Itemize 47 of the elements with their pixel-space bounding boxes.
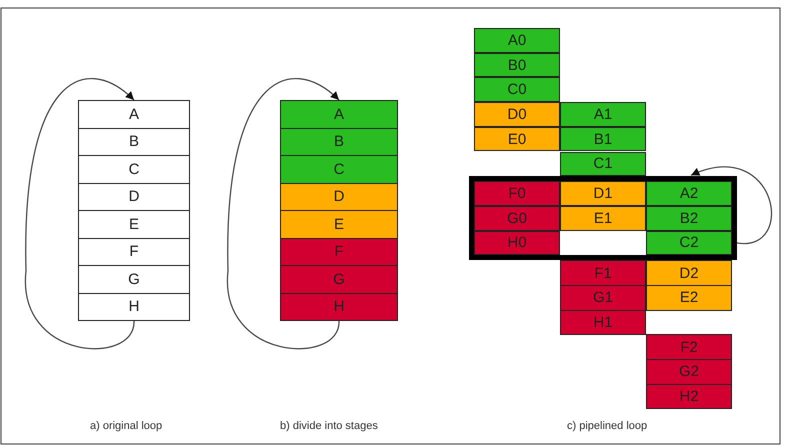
instruction-block: D0: [474, 102, 560, 127]
instruction-block: A: [280, 100, 398, 128]
instruction-block: G0: [474, 206, 560, 231]
instruction-block: C0: [474, 77, 560, 102]
instruction-block: F: [280, 238, 398, 266]
instruction-block: B: [78, 128, 190, 156]
instruction-block: D: [78, 182, 190, 211]
instruction-block: G: [78, 265, 190, 294]
instruction-block: E: [280, 210, 398, 238]
instruction-block: H1: [560, 310, 646, 336]
loop-back-arrow: [25, 78, 135, 350]
instruction-block: C2: [646, 230, 732, 256]
instruction-block: D: [280, 182, 398, 211]
instruction-block: F1: [560, 260, 646, 286]
instruction-block: A2: [646, 181, 732, 206]
instruction-block: E2: [646, 285, 732, 311]
instruction-block: F2: [646, 334, 732, 360]
instruction-block: F: [78, 238, 190, 266]
instruction-block: A0: [474, 28, 560, 53]
loop-back-arrow: [690, 166, 772, 244]
iteration-frame: [469, 176, 737, 260]
panel-caption: c) pipelined loop: [567, 420, 648, 432]
instruction-block: B0: [474, 52, 560, 78]
loop-back-arrow: [227, 78, 340, 350]
instruction-block: C1: [560, 152, 646, 176]
instruction-block: H0: [474, 230, 560, 256]
panel-caption: b) divide into stages: [280, 420, 378, 432]
instruction-block: A1: [560, 102, 646, 127]
instruction-block: E0: [474, 126, 560, 152]
instruction-block: D1: [560, 181, 646, 206]
instruction-block: A: [78, 100, 190, 128]
instruction-block: E1: [560, 206, 646, 231]
instruction-block: E: [78, 210, 190, 238]
instruction-block: B1: [560, 126, 646, 152]
instruction-block: B: [280, 128, 398, 156]
instruction-block: H: [280, 292, 398, 321]
instruction-block: G: [280, 265, 398, 294]
instruction-block: H2: [646, 384, 732, 410]
instruction-block: H: [78, 292, 190, 321]
panel-caption: a) original loop: [90, 420, 162, 432]
instruction-block: D2: [646, 260, 732, 286]
instruction-block: C: [78, 155, 190, 184]
instruction-block: G1: [560, 285, 646, 311]
instruction-block: G2: [646, 359, 732, 385]
instruction-block: C: [280, 155, 398, 184]
instruction-block: B2: [646, 206, 732, 231]
instruction-block: F0: [474, 181, 560, 206]
